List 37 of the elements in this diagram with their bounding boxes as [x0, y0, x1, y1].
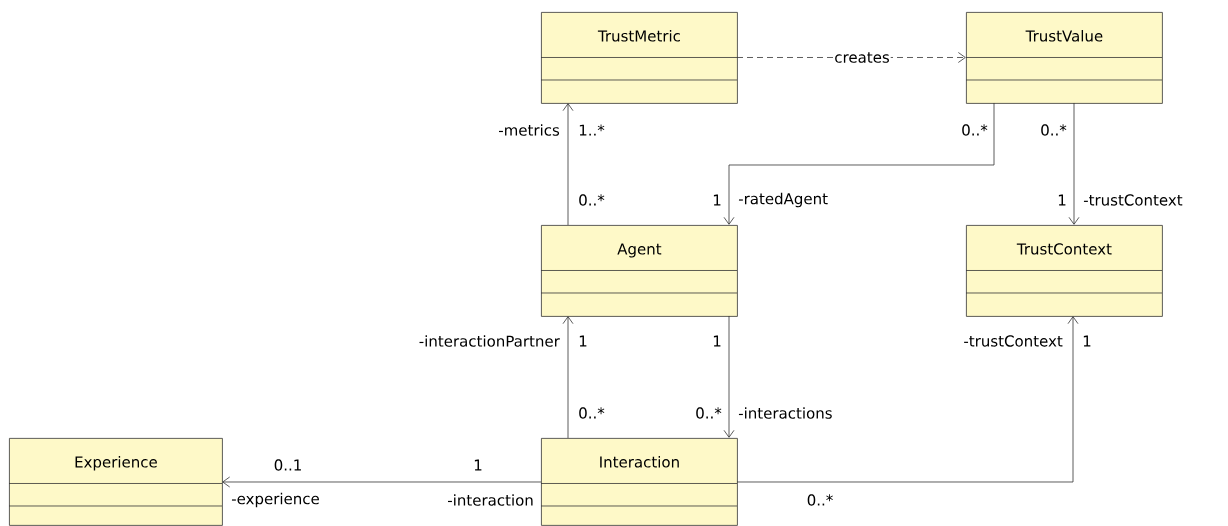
multiplicity: 1	[1058, 194, 1066, 206]
multiplicity: 0..*	[579, 194, 605, 206]
association-arrow	[723, 315, 735, 438]
multiplicity: 0..*	[1041, 124, 1067, 136]
role-name: -metrics	[499, 124, 560, 136]
edge-label: creates	[833, 51, 891, 64]
multiplicity: 0..*	[807, 494, 833, 506]
multiplicity: 1	[579, 335, 587, 347]
association-arrow	[736, 316, 1079, 483]
association-arrow	[736, 52, 966, 63]
multiplicity: 1	[474, 459, 482, 471]
class-box: Agent	[540, 225, 738, 317]
role-name: -ratedAgent	[738, 192, 828, 208]
multiplicity: 1	[1083, 335, 1091, 347]
class-box: Experience	[8, 438, 223, 526]
role-name: -interaction	[448, 494, 533, 506]
multiplicity: 0..*	[579, 407, 605, 419]
multiplicity: 0..1	[274, 459, 301, 471]
association-arrow	[562, 316, 574, 439]
multiplicity: 0..*	[962, 124, 988, 136]
association-arrow	[723, 102, 995, 225]
association-arrow	[1068, 102, 1080, 225]
role-name: -trustContext	[1083, 194, 1183, 206]
multiplicity: 1	[713, 335, 721, 347]
class-box: TrustMetric	[540, 12, 738, 104]
class-box: TrustValue	[965, 12, 1163, 104]
association-arrow	[222, 476, 542, 488]
multiplicity: 1	[713, 194, 721, 206]
multiplicity: 0..*	[696, 407, 722, 419]
role-name: -interactions	[738, 407, 832, 419]
association-arrow	[562, 103, 574, 226]
role-name: -experience	[231, 492, 319, 508]
role-name: -trustContext	[964, 335, 1063, 347]
class-box: TrustContext	[965, 225, 1163, 317]
multiplicity: 1..*	[579, 124, 605, 136]
class-box: Interaction	[540, 438, 738, 526]
role-name: -interactionPartner	[419, 335, 560, 347]
